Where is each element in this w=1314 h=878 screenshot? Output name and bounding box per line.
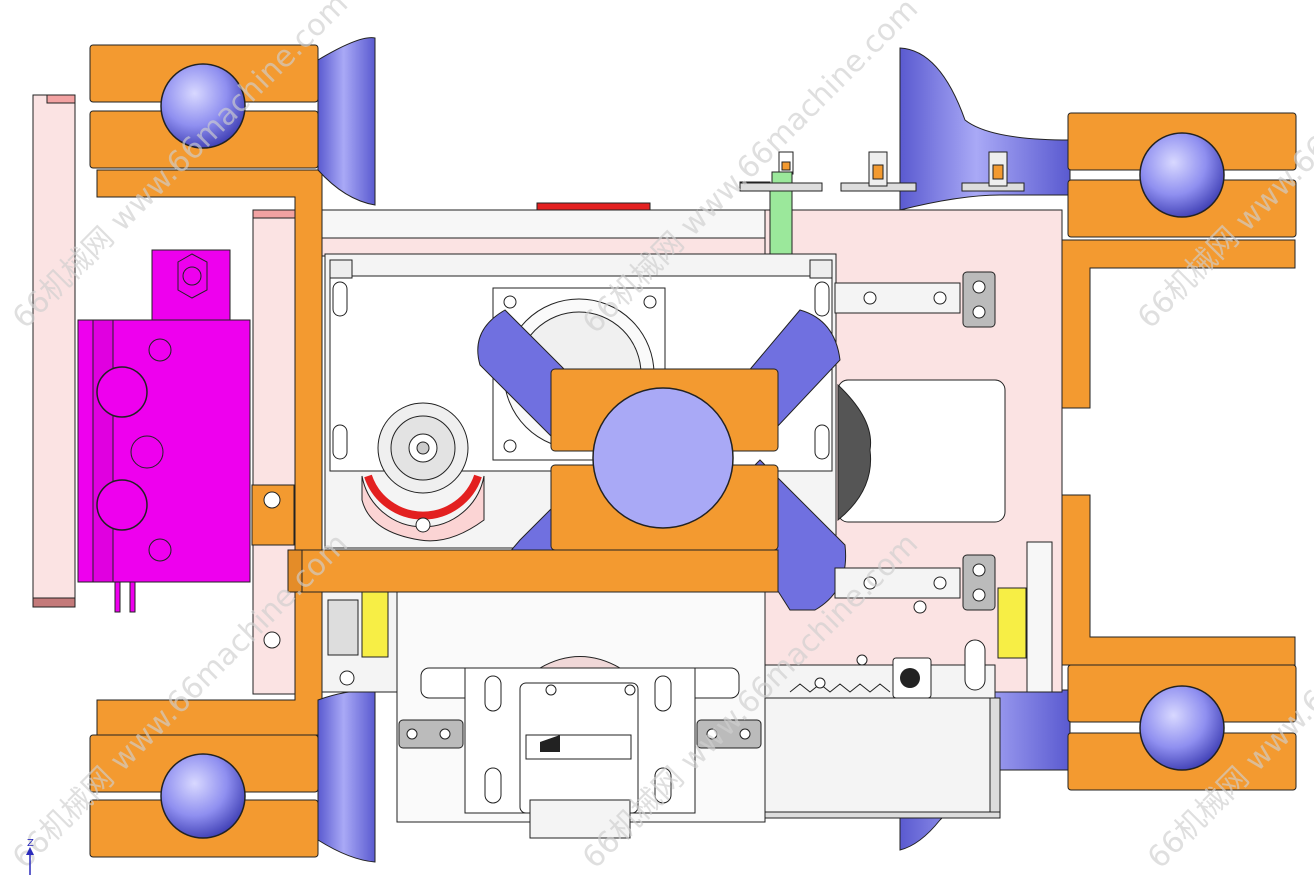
sensor-bracket-3 [961,151,1025,192]
lower-motor-connector [519,682,639,839]
gear-rack-guide [764,541,1053,819]
upper-right-rail [834,271,996,328]
bottom-left-cylinder-bell [317,689,376,863]
timing-pulley [361,402,485,542]
sensor-bracket-2 [840,151,917,192]
top-left-clamp [89,44,319,169]
right-orange-frame [1061,239,1296,666]
top-left-cylinder-bell [317,37,376,206]
magenta-valve-block [77,249,251,613]
top-right-clamp [1067,112,1297,238]
left-orange-frame [96,169,323,736]
lower-right-rail [834,554,996,614]
bottom-left-clamp [89,734,319,858]
axis-triad: Z [26,838,34,875]
top-right-cylinder-bell [899,47,1071,211]
central-clamp [550,368,779,551]
lower-orange-crossbar [287,549,779,593]
axis-z-label: Z [27,838,34,849]
sensor-bracket-1 [778,151,794,175]
lower-left-belt-housing [321,591,398,693]
bottom-right-clamp [1067,664,1297,791]
